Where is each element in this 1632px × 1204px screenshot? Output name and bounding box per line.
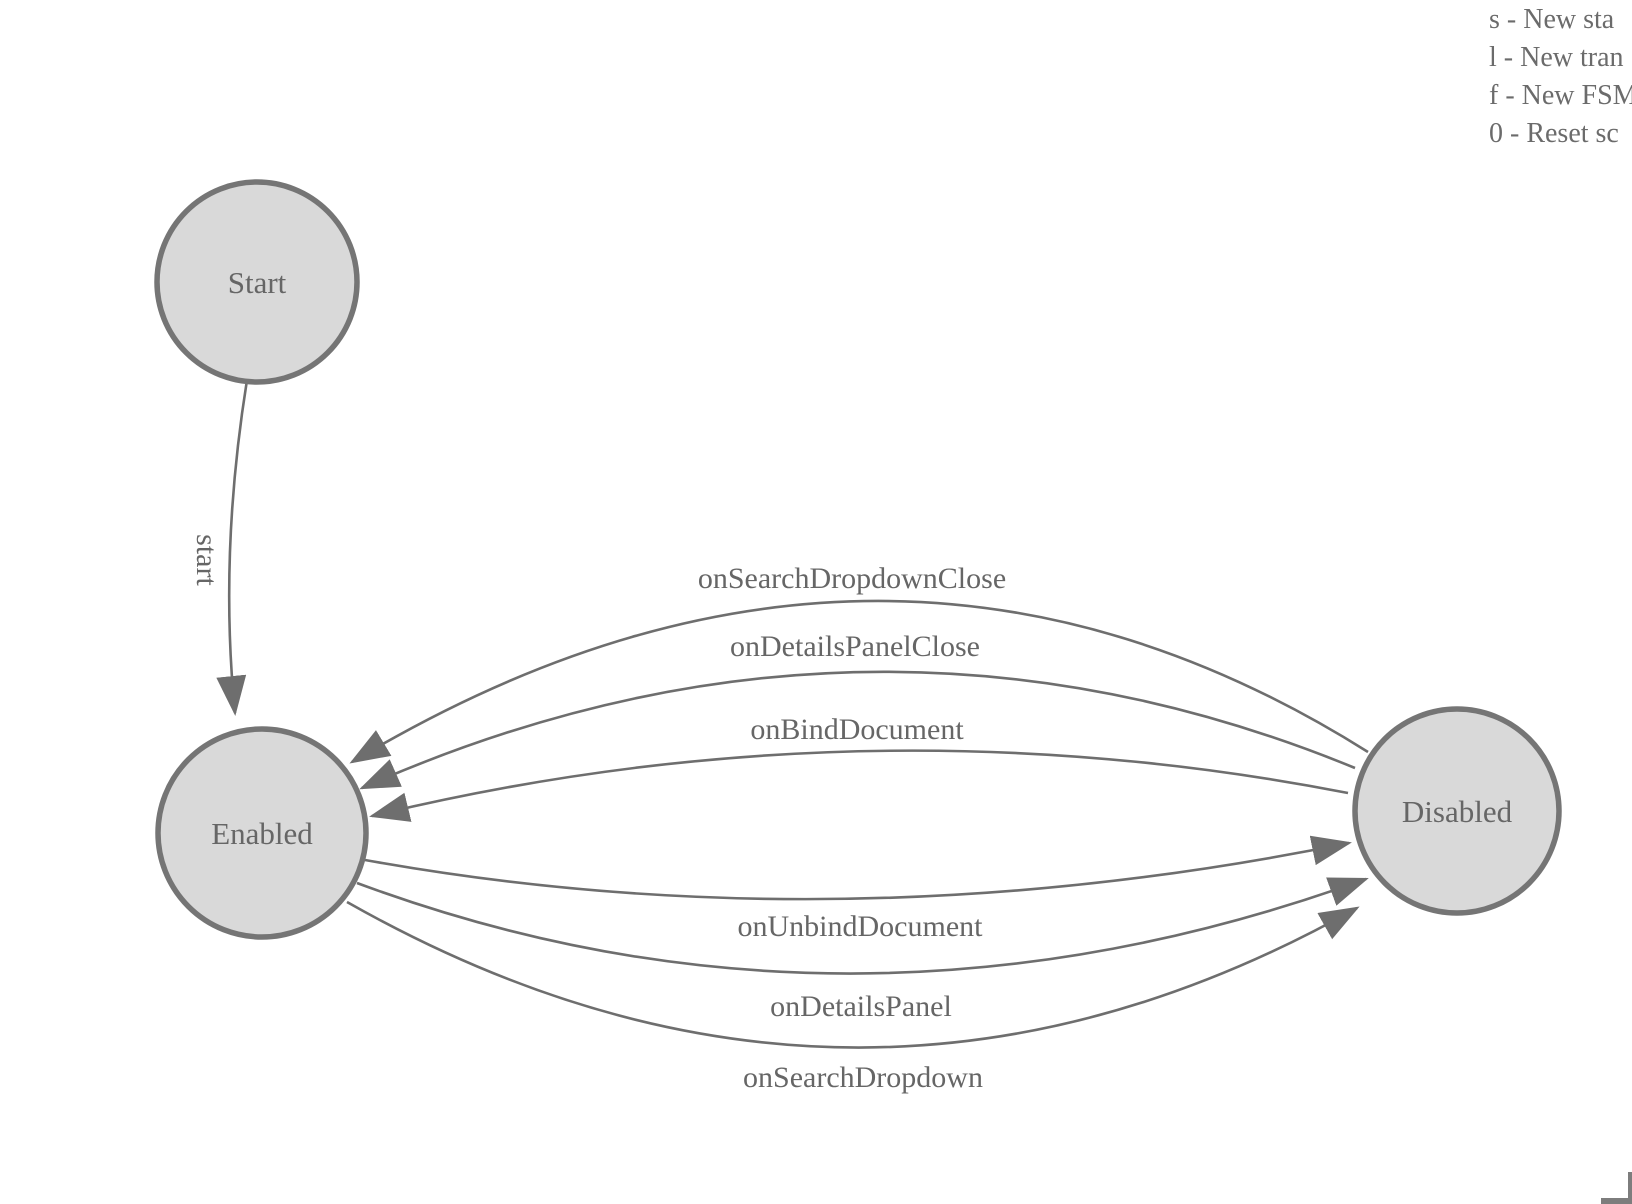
edge-label-onBindDocument: onBindDocument [750, 713, 964, 746]
state-node-start[interactable]: Start [154, 179, 360, 385]
corner-bracket-icon [1601, 1198, 1632, 1204]
transition-edge-start[interactable] [216, 379, 249, 716]
legend-item-new-state: s - New sta [1489, 4, 1615, 35]
corner-bracket-icon [1628, 1172, 1632, 1204]
transition-edge-onSearchDropdown[interactable] [346, 900, 1360, 1049]
transition-edge-onDetailsPanelClose[interactable] [359, 670, 1356, 790]
legend-item-new-fsm: f - New FSM [1489, 80, 1632, 111]
edge-label-onUnbindDocument: onUnbindDocument [738, 910, 984, 943]
legend-item-new-transition: l - New tran [1489, 42, 1624, 73]
state-node-disabled[interactable]: Disabled [1352, 706, 1562, 916]
edge-label-onDetailsPanel: onDetailsPanel [770, 990, 952, 1023]
shortcut-legend: s - New sta l - New tran f - New FSM 0 -… [1489, 1, 1632, 153]
state-label-disabled: Disabled [1402, 794, 1513, 829]
state-node-enabled[interactable]: Enabled [155, 726, 369, 940]
edge-labels-layer: start onSearchDropdownClose onDetailsPan… [190, 534, 1006, 1094]
transition-edge-onUnbindDocument[interactable] [364, 835, 1352, 901]
edge-label-onSearchDropdown: onSearchDropdown [743, 1061, 983, 1094]
transition-edge-onDetailsPanel[interactable] [356, 877, 1369, 975]
state-label-enabled: Enabled [211, 816, 313, 851]
state-label-start: Start [228, 265, 287, 300]
transition-edge-onBindDocument[interactable] [369, 749, 1349, 822]
transition-edge-onSearchDropdownClose[interactable] [349, 599, 1369, 764]
nodes-layer: Start Enabled Disabled [154, 179, 1562, 940]
edge-label-start: start [190, 534, 223, 586]
edge-label-onDetailsPanelClose: onDetailsPanelClose [730, 630, 980, 663]
legend-item-reset: 0 - Reset sc [1489, 118, 1619, 149]
edge-label-onSearchDropdownClose: onSearchDropdownClose [698, 562, 1006, 595]
edges-layer [216, 379, 1369, 1049]
